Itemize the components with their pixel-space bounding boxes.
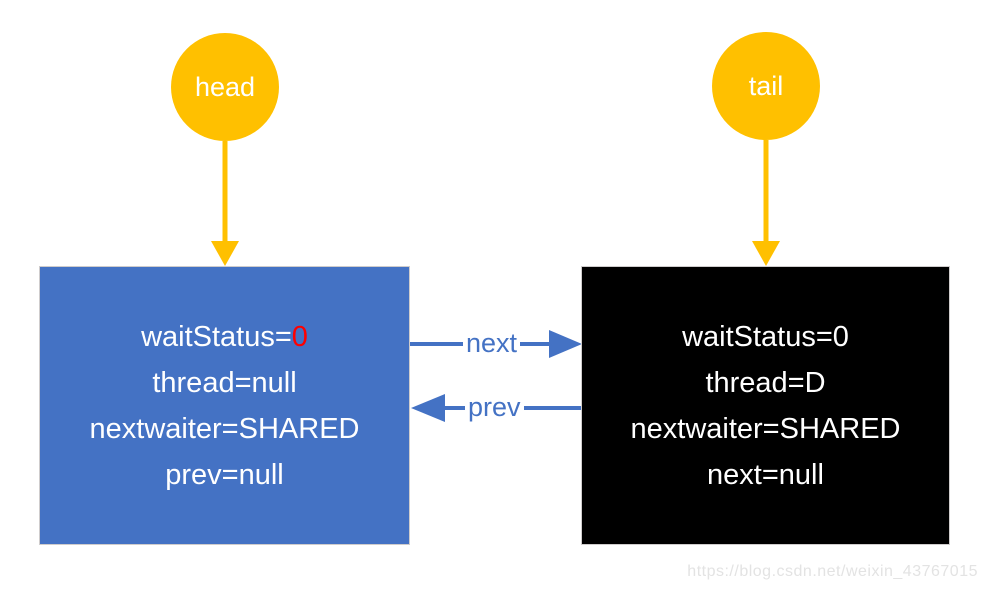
tail-pointer: tail <box>712 32 820 140</box>
head-pointer-label: head <box>194 71 256 102</box>
node-tail-thread-line: thread=D <box>705 366 826 399</box>
head-pointer: head <box>171 33 279 141</box>
tail-pointer-label: tail <box>748 70 784 101</box>
prev-edge-label: prev <box>465 394 524 421</box>
node-head-prev-line: prev=null <box>165 458 284 491</box>
node-head: waitStatus=0 thread=null nextwaiter=SHAR… <box>39 266 410 545</box>
watermark: https://blog.csdn.net/weixin_43767015 <box>687 563 978 580</box>
node-head-waitstatus-value: 0 <box>291 320 308 353</box>
node-tail: waitStatus=0 thread=D nextwaiter=SHARED … <box>581 266 950 545</box>
node-tail-nextwaiter-line: nextwaiter=SHARED <box>630 412 901 445</box>
node-head-nextwaiter-line: nextwaiter=SHARED <box>89 412 360 445</box>
head-pointer-arrow <box>211 141 239 266</box>
tail-pointer-arrow <box>752 140 780 266</box>
node-tail-next-line: next=null <box>707 458 824 491</box>
node-head-waitstatus-line: waitStatus=0 <box>141 314 308 360</box>
next-edge-label: next <box>463 330 521 357</box>
node-tail-waitstatus-line: waitStatus=0 <box>682 320 849 353</box>
node-head-thread-line: thread=null <box>152 366 297 399</box>
node-head-waitstatus-label: waitStatus= <box>141 320 292 353</box>
